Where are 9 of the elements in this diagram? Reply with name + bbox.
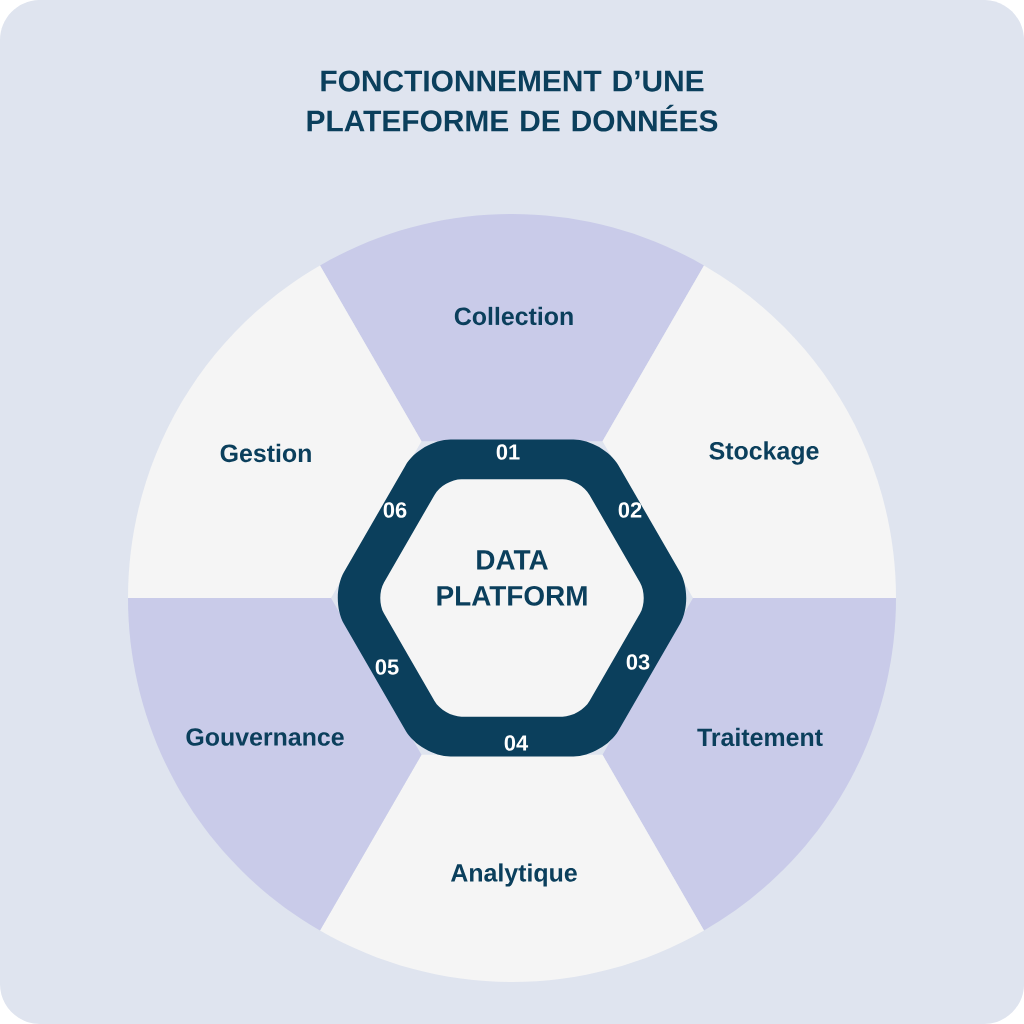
number-label: 02 bbox=[618, 502, 642, 518]
number-label: 05 bbox=[375, 659, 399, 675]
number-label: 06 bbox=[383, 502, 407, 518]
sector: Analytique bbox=[320, 754, 704, 982]
title: FONCTIONNEMENT D’UNE PLATEFORME DE DONNÉES bbox=[307, 70, 718, 132]
number-label: 04 bbox=[504, 735, 529, 751]
number-label: 03 bbox=[626, 654, 650, 670]
number-label: 01 bbox=[496, 444, 520, 460]
sector: Collection bbox=[320, 214, 704, 442]
